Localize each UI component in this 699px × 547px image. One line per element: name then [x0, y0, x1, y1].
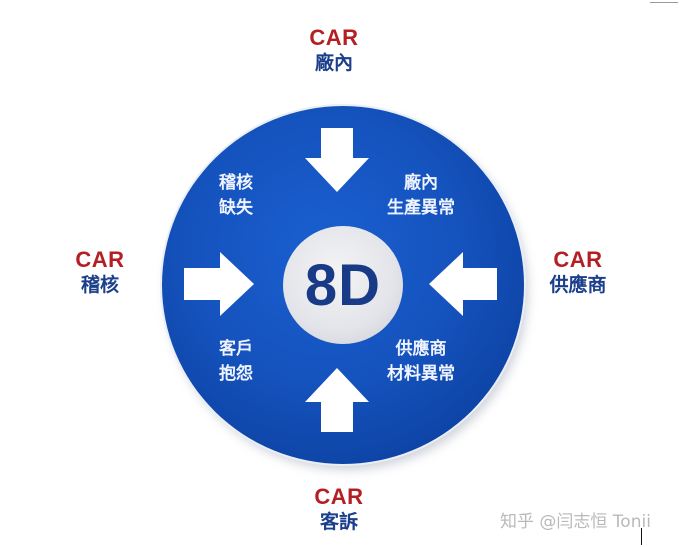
issue-bottom-left: 客戶 抱怨 [219, 337, 253, 387]
center-label: 8D [304, 252, 382, 318]
arrow-right-icon [184, 252, 254, 316]
source-label: 客訴 [319, 511, 358, 533]
source-left: CAR 稽核 [50, 247, 150, 297]
source-label: 供應商 [549, 274, 607, 296]
top-edge-line [650, 2, 678, 3]
issue-top-right: 廠內 生產異常 [371, 171, 471, 221]
issue-line: 缺失 [219, 198, 253, 218]
source-bottom: CAR 客訴 [289, 484, 389, 534]
arrow-up-icon [305, 368, 369, 432]
arrow-left-icon [429, 252, 497, 316]
car-label: CAR [75, 247, 125, 272]
issue-line: 生產異常 [387, 198, 455, 218]
issue-line: 客戶 [219, 339, 253, 359]
issue-line: 廠內 [404, 173, 438, 193]
issue-line: 稽核 [219, 173, 253, 193]
watermark: 知乎 @闫志恒 Tonii [500, 512, 651, 532]
arrow-down-icon [305, 128, 369, 192]
car-label: CAR [314, 484, 364, 509]
car-label: CAR [309, 25, 359, 50]
issue-line: 材料異常 [387, 364, 455, 384]
source-right: CAR 供應商 [528, 247, 628, 297]
center-8d-circle: 8D [283, 226, 403, 344]
issue-bottom-right: 供應商 材料異常 [371, 337, 471, 387]
issue-line: 供應商 [395, 339, 447, 359]
source-label: 廠內 [314, 52, 353, 74]
car-label: CAR [553, 247, 603, 272]
text-cursor [641, 528, 642, 545]
issue-top-left: 稽核 缺失 [219, 171, 253, 221]
source-label: 稽核 [80, 274, 119, 296]
source-top: CAR 廠內 [284, 25, 384, 75]
issue-line: 抱怨 [219, 364, 253, 384]
